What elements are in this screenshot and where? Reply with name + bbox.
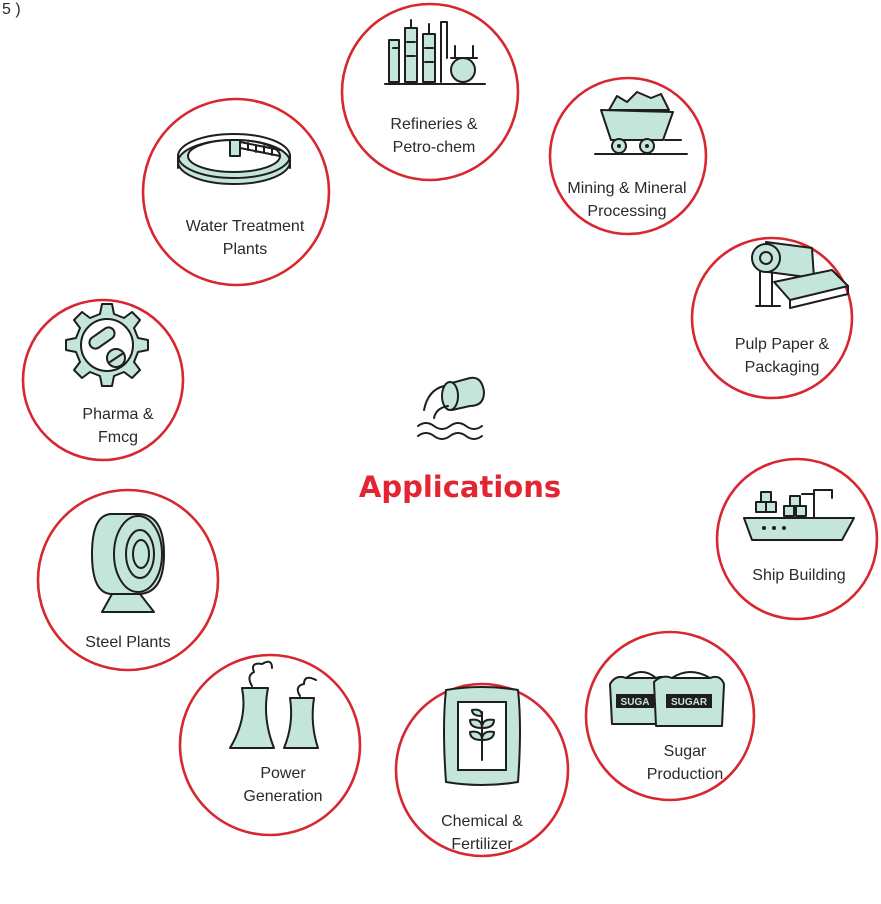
- label-water-line2: Plants: [223, 241, 267, 258]
- label-pulp: Pulp Paper & Packaging: [735, 336, 830, 376]
- center-title: Applications: [359, 470, 561, 504]
- label-water-line1: Water Treatment: [186, 218, 305, 235]
- label-chemical-line1: Chemical &: [441, 813, 523, 830]
- label-mining: Mining & Mineral Processing: [567, 180, 686, 220]
- refinery-icon: [384, 19, 486, 85]
- label-steel-line1: Steel Plants: [85, 634, 170, 651]
- label-steel: Steel Plants: [85, 634, 170, 651]
- corner-fragment: 5 ): [2, 1, 21, 18]
- label-power: Power Generation: [243, 765, 322, 805]
- label-refineries: Refineries & Petro-chem: [390, 116, 477, 156]
- sugar-bags-icon: SUGA SUGAR: [609, 671, 725, 727]
- label-sugar-line1: Sugar: [664, 743, 707, 760]
- label-power-line1: Power: [260, 765, 306, 782]
- pills-gear-icon: [65, 303, 149, 387]
- label-refineries-line2: Petro-chem: [393, 139, 476, 156]
- fertilizer-sack-icon: [443, 686, 521, 786]
- label-pharma: Pharma & Fmcg: [82, 406, 153, 446]
- paper-roll-icon: [751, 241, 849, 309]
- cooling-tower-icon: [229, 660, 319, 749]
- pipe-outflow-icon: [417, 376, 485, 440]
- label-refineries-line1: Refineries &: [390, 116, 477, 133]
- steel-coil-icon: [91, 513, 165, 613]
- label-pulp-line2: Packaging: [745, 359, 820, 376]
- sugar-bag-label-right: SUGAR: [671, 697, 708, 708]
- label-water: Water Treatment Plants: [186, 218, 305, 258]
- label-sugar: Sugar Production: [647, 743, 724, 783]
- label-pulp-line1: Pulp Paper &: [735, 336, 830, 353]
- label-chemical: Chemical & Fertilizer: [441, 813, 523, 853]
- clarifier-tank-icon: [177, 133, 291, 185]
- label-pharma-line2: Fmcg: [98, 429, 138, 446]
- mining-cart-icon: [594, 91, 688, 155]
- label-sugar-line2: Production: [647, 766, 724, 783]
- sugar-bag-label-left: SUGA: [621, 697, 650, 708]
- label-pharma-line1: Pharma &: [82, 406, 153, 423]
- label-mining-line2: Processing: [587, 203, 666, 220]
- label-mining-line1: Mining & Mineral: [567, 180, 686, 197]
- cargo-ship-icon: [743, 489, 855, 541]
- label-ship: Ship Building: [752, 567, 845, 584]
- label-power-line2: Generation: [243, 788, 322, 805]
- label-chemical-line2: Fertilizer: [451, 836, 513, 853]
- label-ship-line1: Ship Building: [752, 567, 845, 584]
